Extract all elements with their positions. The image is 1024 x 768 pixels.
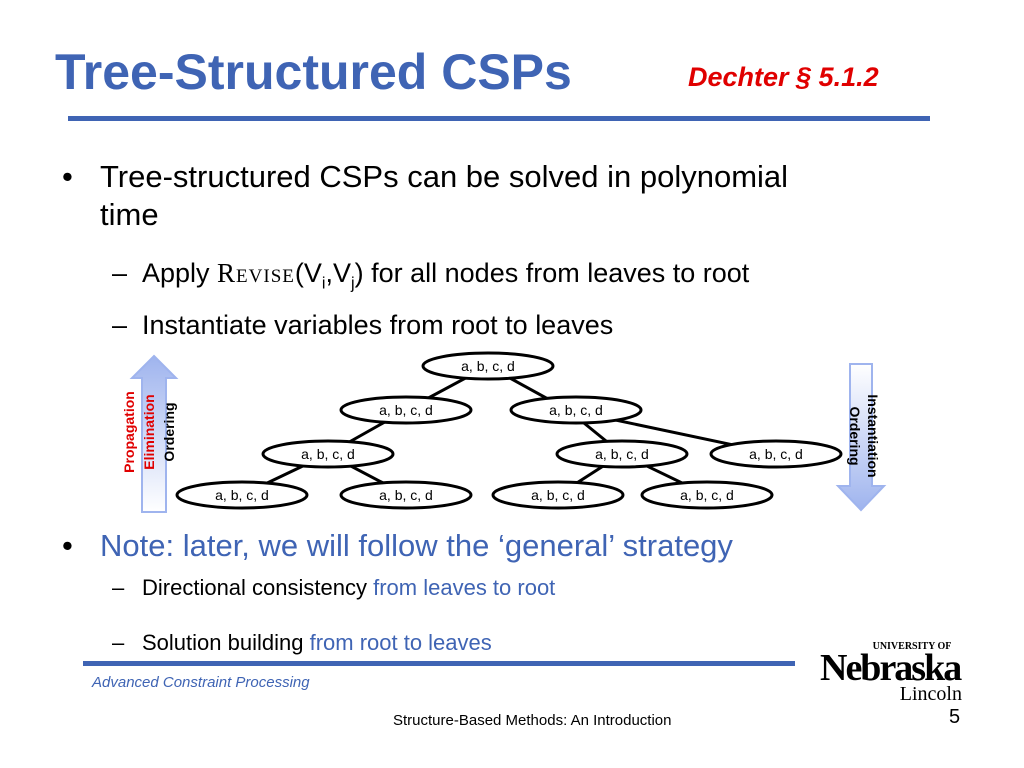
- tree-node-label: a, b, c, d: [595, 446, 649, 462]
- tree-node-label: a, b, c, d: [549, 402, 603, 418]
- tree-node-label: a, b, c, d: [531, 487, 585, 503]
- tree-node-label: a, b, c, d: [215, 487, 269, 503]
- tree-node: [339, 480, 473, 510]
- bullet-dot: •: [62, 159, 73, 194]
- bullet-2-sub-2: –Solution building from root to leaves: [112, 630, 492, 655]
- bullet-1-sub-2: –Instantiate variables from root to leav…: [112, 310, 614, 340]
- arrow-label-ordering-2: Ordering: [847, 406, 863, 465]
- tree-node-label: a, b, c, d: [301, 446, 355, 462]
- bullet-dot: •: [62, 528, 73, 563]
- arrow-label-ordering: Ordering: [161, 402, 177, 461]
- tree-node: [491, 480, 625, 510]
- bullet-2-sub-1: –Directional consistency from leaves to …: [112, 575, 556, 600]
- slide-title: Tree-Structured CSPs: [55, 44, 572, 100]
- propagation-arrow: [129, 354, 179, 513]
- tree-diagram: Propagation Elimination Ordering Instant…: [121, 351, 887, 513]
- tree-edges: [241, 364, 777, 497]
- reference-citation: Dechter § 5.1.2: [688, 62, 879, 92]
- university-logo: UNIVERSITY OF Nebraska Lincoln: [820, 641, 964, 705]
- title-underline: [68, 116, 930, 121]
- footer-rule: [83, 661, 795, 666]
- bullet-1-sub-1: –Apply Revise(Vi,Vj) for all nodes from …: [112, 258, 750, 293]
- tree-node: [509, 395, 643, 425]
- revise-function: Revise: [217, 258, 295, 288]
- bullet-1: • Tree-structured CSPs can be solved in …: [62, 158, 822, 234]
- tree-node: [339, 395, 473, 425]
- arrow-label-elimination: Elimination: [141, 394, 157, 469]
- tree-node: [709, 439, 843, 469]
- tree-node-label: a, b, c, d: [379, 402, 433, 418]
- bullet-2: • Note: later, we will follow the ‘gener…: [62, 527, 842, 565]
- arrow-label-propagation: Propagation: [121, 391, 137, 473]
- tree-node-root: [421, 351, 555, 381]
- logo-main-text: Nebraska: [820, 647, 962, 689]
- footer-course-title: Advanced Constraint Processing: [92, 674, 310, 691]
- page-number: 5: [949, 706, 961, 728]
- arrow-label-instantiation: Instantiation: [865, 394, 881, 477]
- tree-node: [555, 439, 689, 469]
- instantiation-arrow: [835, 363, 887, 512]
- footer-section-title: Structure-Based Methods: An Introduction: [393, 712, 672, 729]
- tree-node-label: a, b, c, d: [749, 446, 803, 462]
- tree-node-label: a, b, c, d: [461, 358, 515, 374]
- bullet-2-text: Note: later, we will follow the ‘general…: [100, 528, 733, 563]
- tree-node: [175, 480, 309, 510]
- logo-sub-text: Lincoln: [900, 683, 962, 705]
- bullet-1-text: Tree-structured CSPs can be solved in po…: [100, 159, 789, 232]
- logo-top-text: UNIVERSITY OF: [873, 641, 952, 652]
- tree-node: [261, 439, 395, 469]
- tree-node-label: a, b, c, d: [379, 487, 433, 503]
- tree-node-label: a, b, c, d: [680, 487, 734, 503]
- tree-node: [640, 480, 774, 510]
